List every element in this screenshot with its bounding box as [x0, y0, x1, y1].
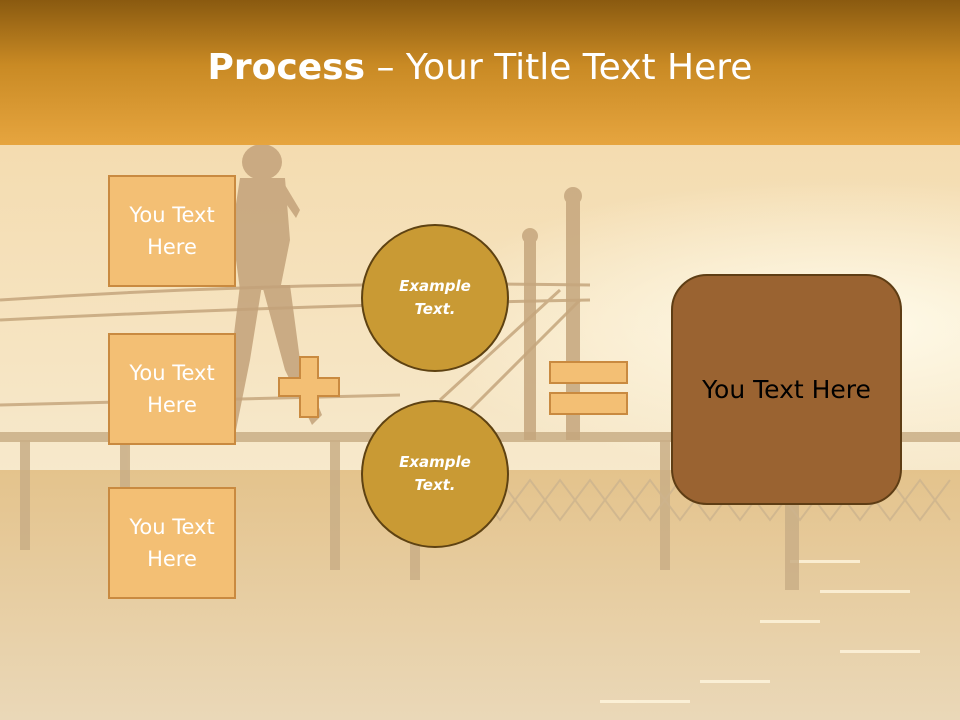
- title-bar: Process – Your Title Text Here: [0, 0, 960, 145]
- result-label: You Text Here: [702, 375, 871, 404]
- input-box-1[interactable]: You Text Here: [108, 175, 236, 287]
- circle-label: Example Text.: [399, 277, 471, 318]
- input-box-3[interactable]: You Text Here: [108, 487, 236, 599]
- equals-icon: [549, 361, 628, 415]
- slide-title: Process – Your Title Text Here: [208, 47, 753, 88]
- circle-label: Example Text.: [399, 453, 471, 494]
- input-box-label: You Text Here: [129, 361, 215, 417]
- plus-icon: [278, 356, 340, 418]
- input-box-label: You Text Here: [129, 515, 215, 571]
- input-box-label: You Text Here: [129, 203, 215, 259]
- result-box[interactable]: You Text Here: [671, 274, 902, 505]
- example-circle-2[interactable]: Example Text.: [361, 400, 509, 548]
- title-bold: Process: [207, 47, 366, 88]
- title-rest: – Your Title Text Here: [365, 47, 753, 88]
- example-circle-1[interactable]: Example Text.: [361, 224, 509, 372]
- input-box-2[interactable]: You Text Here: [108, 333, 236, 445]
